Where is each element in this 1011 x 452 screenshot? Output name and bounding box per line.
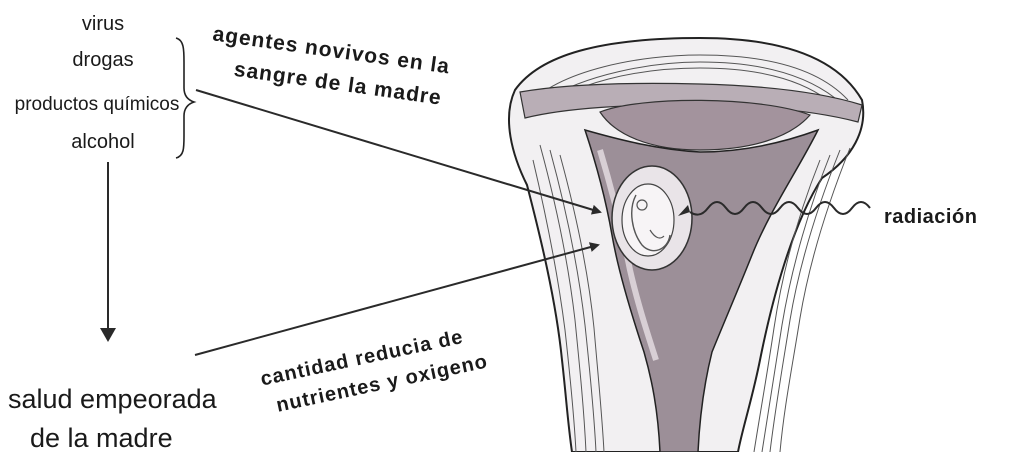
cause-virus: virus xyxy=(82,13,124,35)
embryo xyxy=(612,166,692,270)
cause-list: virus drogas productos químicos alcohol xyxy=(15,13,180,153)
maternal-agents-label: agentes novivos en la sangre de la madre xyxy=(207,22,452,110)
uterus-illustration xyxy=(509,38,863,452)
radiation-label: radiación xyxy=(884,206,977,228)
reduced-supply-pointer xyxy=(195,245,598,355)
cause-drogas: drogas xyxy=(72,49,133,71)
outcome-arrowhead xyxy=(100,328,116,342)
cause-productos-quimicos: productos químicos xyxy=(15,94,180,115)
outcome-line-1: salud empeorada xyxy=(8,384,218,414)
outcome-line-2: de la madre xyxy=(30,423,173,452)
cause-alcohol: alcohol xyxy=(71,131,134,153)
reduced-supply-label: cantidad reducia de nutrientes y oxigeno xyxy=(259,322,490,419)
